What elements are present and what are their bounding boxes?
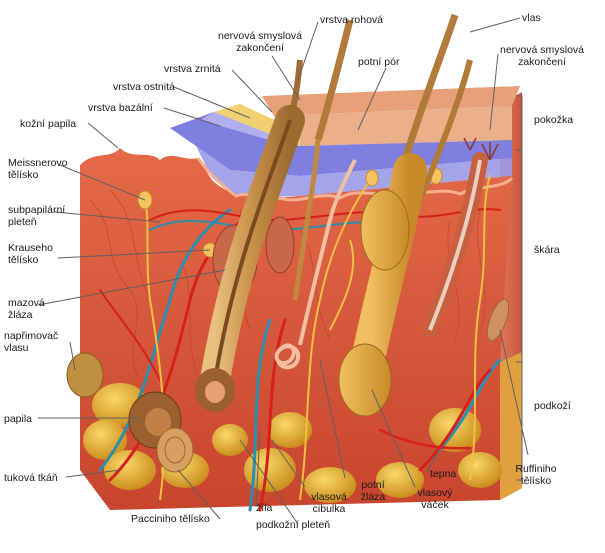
- label-pokozka: pokožka: [534, 114, 574, 126]
- label-tepna: tepna: [430, 468, 457, 480]
- label-vlasovy-vacek: vlasový váček: [417, 487, 453, 511]
- label-podkozni-plet: podkožní pleteň: [256, 519, 331, 531]
- label-vrstva-ostnita: vrstva ostnitá: [113, 81, 175, 93]
- label-podkozi: podkoží: [534, 400, 571, 412]
- label-papila: papila: [4, 413, 33, 425]
- label-nervova-zakonceni-right: nervová smyslová zakončení: [499, 44, 585, 68]
- label-kozni-papila: kožní papila: [20, 118, 77, 130]
- label-krauseho-telisko: Krauseho tělísko: [8, 242, 53, 266]
- arrector-pili: [66, 352, 104, 398]
- hair-left: [195, 59, 305, 412]
- nerve-endings-top: [463, 137, 499, 161]
- hair-far-right: [422, 152, 488, 338]
- subcutaneous-fat: [83, 383, 502, 503]
- label-vrstva-bazalni: vrstva bazální: [88, 102, 153, 114]
- label-potni-zlaza: potní žláza: [360, 479, 386, 503]
- pacinian-corpuscle: [156, 427, 194, 473]
- label-subpapilarni-plet: subpapilární pleteň: [8, 204, 66, 228]
- label-pacciniho-telisko: Pacciniho tělísko: [131, 513, 210, 525]
- hair-center: [292, 19, 354, 301]
- leader-lines: [37, 17, 529, 525]
- label-skara: škára: [534, 244, 560, 256]
- label-tukova-tkan: tuková tkáň: [4, 472, 58, 484]
- label-vlasova-cibulka: vlasová cibulka: [311, 491, 347, 515]
- ruffini-corpuscle: [486, 298, 510, 342]
- label-ruffiniho-telisko: Ruffiniho tělísko: [515, 463, 557, 487]
- label-vrstva-rohova: vrstva rohová: [320, 14, 384, 26]
- label-meissnerovo-telisko: Meissnerovo tělísko: [8, 157, 68, 181]
- label-vlas: vlas: [522, 12, 541, 24]
- label-mazova-zlaza: mazová žláza: [8, 297, 45, 321]
- label-potni-por: potní pór: [358, 56, 400, 68]
- label-naprimovac-vlasu: napřimovač vlasu: [4, 330, 59, 354]
- dermal-papillae-ridge: [196, 157, 514, 202]
- label-zila: žíla: [256, 502, 273, 514]
- label-vrstva-zrnita: vrstva zrnitá: [164, 63, 221, 75]
- sweat-gland: [274, 159, 357, 370]
- hair-right: [338, 13, 473, 417]
- layer-brackets: [516, 95, 523, 481]
- label-nervova-zakonceni-top: nervová smyslová zakončení: [217, 30, 303, 54]
